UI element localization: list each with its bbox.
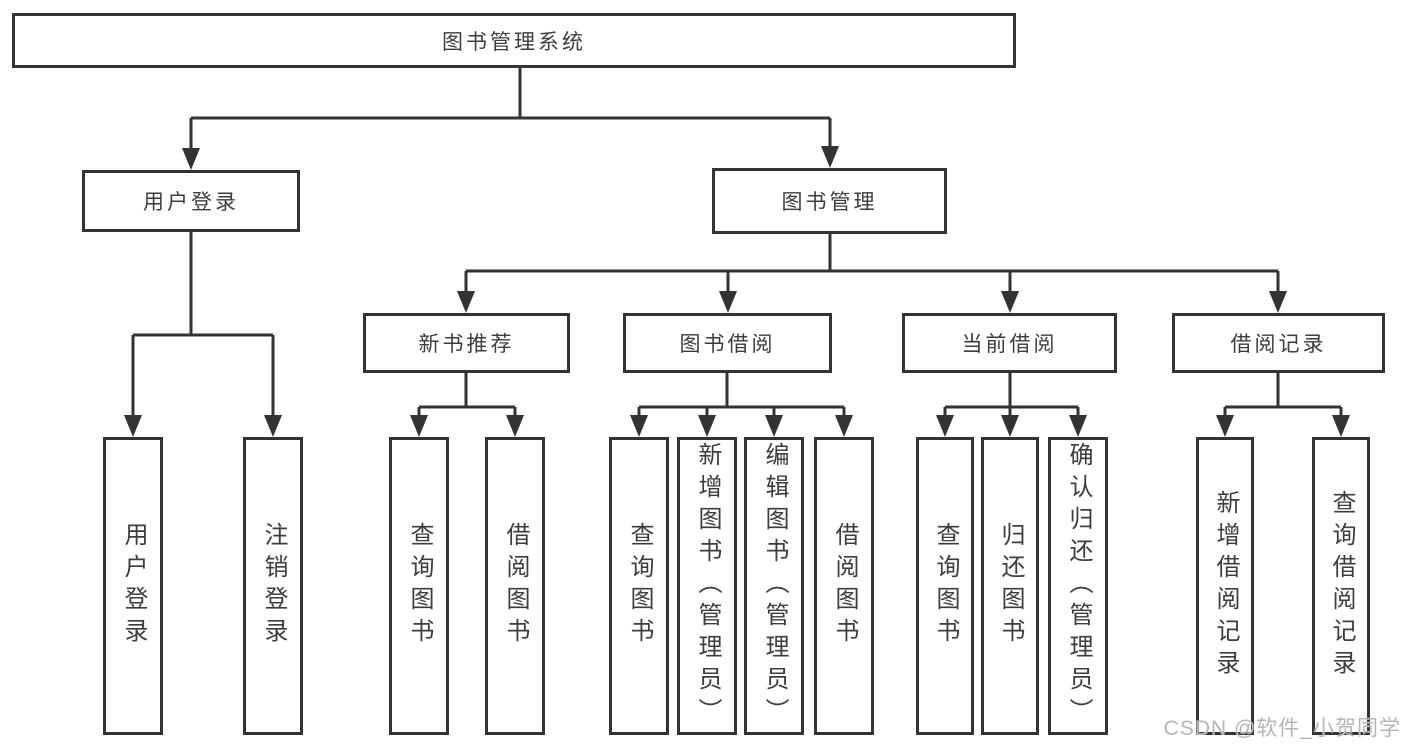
leaf-current-confirm-admin: 确认归还（管理员） bbox=[1048, 437, 1108, 735]
node-book-management: 图书管理 bbox=[712, 168, 947, 234]
leaf-current-query: 查询图书 bbox=[916, 437, 974, 735]
leaf-newbooks-borrow: 借阅图书 bbox=[485, 437, 545, 735]
leaf-borrow-edit-admin: 编辑图书（管理员） bbox=[744, 437, 804, 735]
leaf-borrow-book: 借阅图书 bbox=[814, 437, 874, 735]
arrowhead-icons bbox=[124, 146, 1350, 437]
node-user-login: 用户登录 bbox=[82, 170, 300, 232]
leaf-records-add: 新增借阅记录 bbox=[1196, 437, 1254, 735]
leaf-logout: 注销登录 bbox=[243, 437, 303, 735]
node-current-borrow: 当前借阅 bbox=[902, 313, 1117, 373]
leaf-records-query: 查询借阅记录 bbox=[1312, 437, 1370, 735]
leaf-newbooks-query: 查询图书 bbox=[389, 437, 449, 735]
node-borrow-records: 借阅记录 bbox=[1172, 313, 1385, 373]
node-new-book-recommend: 新书推荐 bbox=[363, 313, 570, 373]
node-book-borrow: 图书借阅 bbox=[623, 313, 832, 373]
leaf-borrow-add-admin: 新增图书（管理员） bbox=[677, 437, 737, 735]
leaf-borrow-query: 查询图书 bbox=[609, 437, 669, 735]
watermark: CSDN @软件_小贺同学 bbox=[1163, 717, 1401, 740]
leaf-user-login: 用户登录 bbox=[103, 437, 163, 735]
leaf-current-return: 归还图书 bbox=[981, 437, 1039, 735]
node-root-system: 图书管理系统 bbox=[12, 13, 1016, 68]
